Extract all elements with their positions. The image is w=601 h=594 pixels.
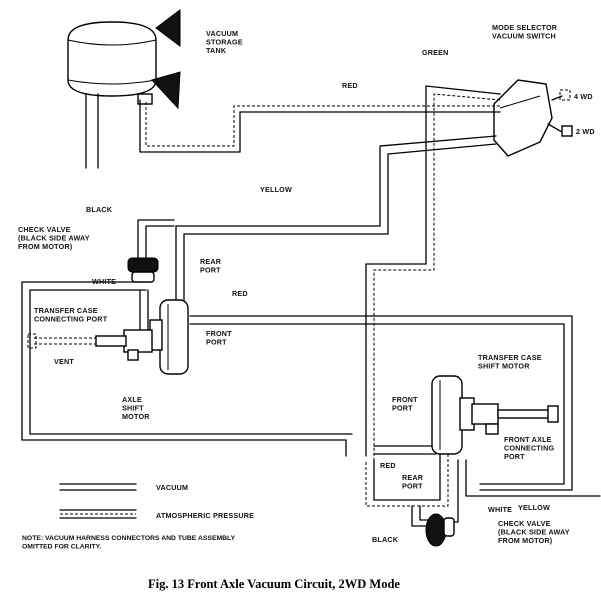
label-line: REAR: [200, 257, 222, 266]
tube-red-bottom: [373, 445, 437, 455]
label-line: OMITTED FOR CLARITY.: [22, 544, 101, 551]
label-line: STORAGE: [206, 38, 243, 47]
label-black-top: BLACK: [86, 205, 113, 214]
label-line: SHIFT: [122, 404, 144, 413]
label-line: MOTOR: [122, 412, 150, 421]
label-line: AXLE: [122, 395, 142, 404]
label-line: VACUUM SWITCH: [492, 32, 556, 41]
label-line: PORT: [504, 452, 525, 461]
label-yellow-bottom: YELLOW: [518, 503, 550, 512]
label-white-bottom: WHITE: [488, 505, 512, 514]
label-white-left: WHITE: [92, 277, 116, 286]
label-line: (BLACK SIDE AWAY: [18, 234, 90, 243]
tube-red-mid: [189, 315, 573, 491]
figure-caption: Fig. 13 Front Axle Vacuum Circuit, 2WD M…: [148, 577, 400, 591]
label-line: FROM MOTOR): [18, 242, 73, 251]
label-yellow-top: YELLOW: [260, 185, 292, 194]
axle-shift-motor: [27, 289, 189, 375]
tube-black-bottom: [411, 505, 429, 527]
label-line: TRANSFER CASE: [478, 353, 542, 362]
label-red-mid: RED: [232, 289, 248, 298]
label-line: (BLACK SIDE AWAY: [498, 528, 570, 537]
label-line: VACUUM: [206, 29, 238, 38]
label-line: PORT: [392, 404, 413, 413]
check-valve-right: [425, 513, 455, 547]
label-line: CONNECTING: [504, 444, 555, 453]
tube-black-top: [137, 219, 175, 259]
vacuum-storage-tank: [67, 9, 181, 169]
tube-white-bottom: [447, 459, 601, 523]
tube-yellow-top: [175, 135, 497, 301]
label-line: CHECK VALVE: [18, 225, 71, 234]
label-red-top: RED: [342, 81, 358, 90]
label-line: FROM MOTOR): [498, 536, 553, 545]
label-line: PORT: [200, 266, 221, 275]
legend: [59, 483, 137, 519]
label-line: TRANSFER CASE: [34, 306, 98, 315]
label-line: NOTE: VACUUM HARNESS CONNECTORS AND TUBE…: [22, 535, 236, 542]
tube-green: [365, 85, 501, 460]
label-black-bottom: BLACK: [372, 535, 399, 544]
label-line: FRONT AXLE: [504, 435, 552, 444]
legend-atmospheric-label: ATMOSPHERIC PRESSURE: [156, 511, 254, 520]
label-green: GREEN: [422, 48, 449, 57]
label-line: PORT: [402, 482, 423, 491]
label-vent: VENT: [54, 357, 74, 366]
label-line: CHECK VALVE: [498, 519, 551, 528]
label-line: CONNECTING PORT: [34, 315, 108, 324]
label-line: TANK: [206, 46, 227, 55]
label-line: SHIFT MOTOR: [478, 362, 530, 371]
note: NOTE: VACUUM HARNESS CONNECTORS AND TUBE…: [22, 535, 236, 551]
check-valve-left: [127, 257, 159, 283]
label-2wd: 2 WD: [576, 127, 595, 136]
legend-vacuum-label: VACUUM: [156, 483, 188, 492]
tube-red-top: [139, 99, 501, 153]
transfer-case-shift-motor: [431, 375, 559, 455]
label-line: MODE SELECTOR: [492, 23, 558, 32]
label-line: FRONT: [206, 329, 232, 338]
mode-selector-vacuum-switch: [493, 79, 573, 157]
label-line: PORT: [206, 338, 227, 347]
label-line: FRONT: [392, 395, 418, 404]
tube-white-left: [21, 281, 353, 457]
label-4wd: 4 WD: [574, 92, 593, 101]
tube-yellow-bottom: [365, 439, 449, 507]
label-line: REAR: [402, 473, 424, 482]
label-red-bottom: RED: [380, 461, 396, 470]
